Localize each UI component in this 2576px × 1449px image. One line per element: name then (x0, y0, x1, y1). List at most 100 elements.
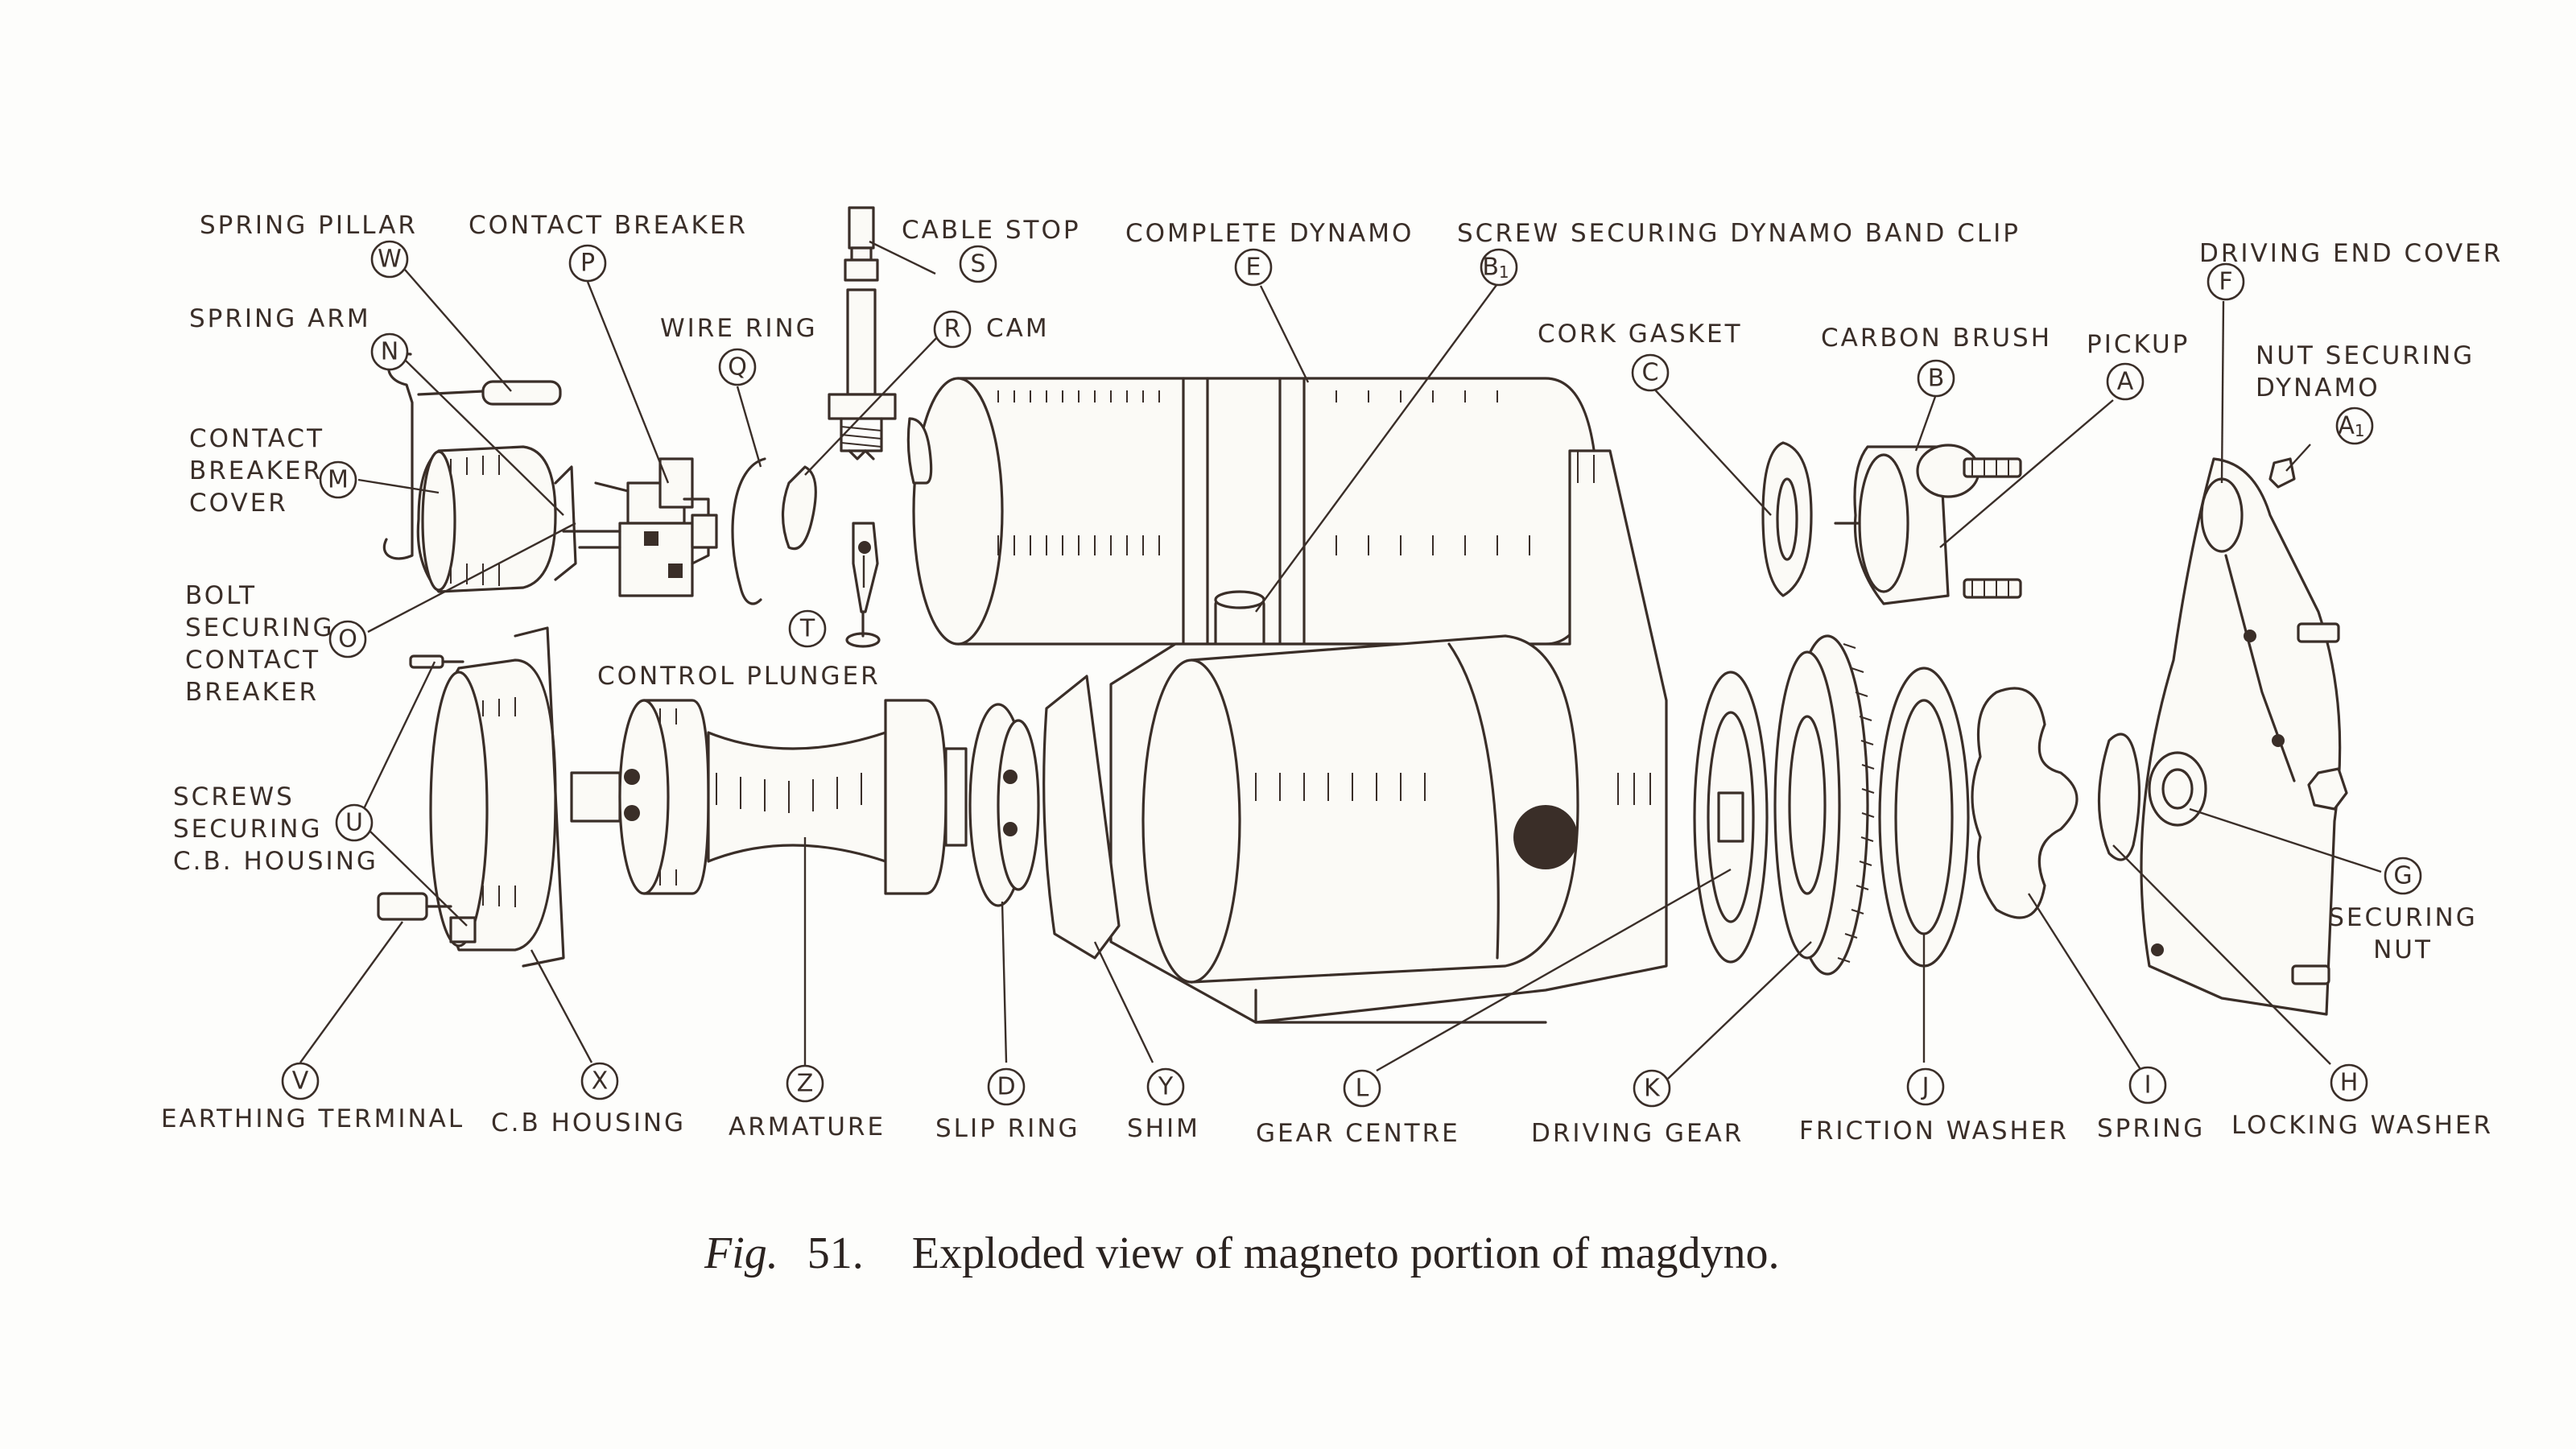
label-control-plunger: CONTROL PLUNGER (597, 662, 881, 691)
label-circle (1633, 1069, 1671, 1108)
label-text: CONTACT BREAKER (469, 211, 748, 240)
label-x: X C.B HOUSING (491, 1062, 686, 1137)
label-text: SLIP RING (935, 1114, 1080, 1143)
label-t: T (788, 609, 827, 648)
part-gear-centre (1693, 671, 1769, 964)
label-letter: S (970, 250, 985, 279)
part-control-plunger (845, 522, 881, 648)
label-text: EARTHING TERMINAL (161, 1104, 464, 1133)
label-p: P CONTACT BREAKER (469, 211, 748, 283)
label-letter: P (580, 250, 595, 278)
label-text: DRIVING GEAR (1531, 1119, 1744, 1148)
label-n: N SPRING ARM (189, 304, 409, 371)
label-text: SPRING ARM (189, 304, 371, 333)
part-magneto-body (1109, 449, 1668, 1024)
label-circle (786, 1064, 824, 1103)
label-text: SHIM (1127, 1114, 1200, 1143)
label-j: J FRICTION WASHER (1799, 1067, 2069, 1146)
label-letter: F (2219, 268, 2232, 296)
caption-fig-number: 51. (807, 1228, 864, 1278)
label-text: BOLT (185, 581, 257, 610)
label-letter: Q (728, 353, 747, 382)
label-text: SECURING (173, 815, 323, 844)
label-text: ARMATURE (729, 1113, 886, 1141)
label-letter: J (1921, 1073, 1930, 1101)
label-circle (1234, 248, 1273, 287)
figure-caption: Fig. 51. Exploded view of magneto portio… (704, 1228, 1780, 1278)
label-letter: A (2117, 368, 2134, 396)
label-text: PICKUP (2087, 330, 2190, 359)
label-text: NUT SECURING (2256, 341, 2475, 370)
part-cable-stop (828, 206, 897, 460)
label-letter: E (1246, 254, 1261, 282)
label-circle (1146, 1067, 1185, 1106)
label-text: SCREW SECURING DYNAMO BAND CLIP (1457, 219, 2021, 248)
label-text: DYNAMO (2256, 374, 2380, 402)
label-letter: W (378, 246, 402, 274)
label-z: Z ARMATURE (729, 1064, 886, 1141)
part-cb-housing (377, 626, 565, 968)
label-circle (568, 244, 607, 283)
label-letter: Y (1158, 1073, 1174, 1101)
parts-illustration (377, 206, 2348, 1024)
label-text: NUT (2373, 935, 2433, 964)
label-letter: R (944, 316, 961, 344)
label-text: GEAR CENTRE (1256, 1119, 1460, 1148)
label-circle (1343, 1069, 1381, 1108)
part-shim (1042, 675, 1121, 960)
label-letter: D (997, 1073, 1015, 1101)
label-a: A PICKUP (2087, 330, 2190, 401)
label-letter: N (381, 338, 398, 366)
label-text: BREAKER (185, 678, 319, 707)
part-wire-ring (731, 457, 766, 605)
label-circle (2128, 1066, 2167, 1104)
label-circle (281, 1062, 320, 1100)
label-circle (959, 245, 997, 283)
part-carbon-brush (1834, 444, 2022, 605)
label-subscript: 1 (1499, 262, 1509, 282)
label-text: CONTROL PLUNGER (597, 662, 881, 691)
label-circle (580, 1062, 619, 1100)
label-text: FRICTION WASHER (1799, 1117, 2069, 1146)
label-text: SPRING PILLAR (200, 211, 418, 240)
label-circle (2330, 1063, 2368, 1102)
label-text: CONTACT (189, 424, 324, 453)
part-spring (1971, 687, 2079, 919)
label-text: CORK GASKET (1538, 320, 1743, 349)
label-y: Y SHIM (1127, 1067, 1200, 1143)
label-text: COVER (189, 489, 288, 518)
label-letter: B (1928, 365, 1945, 393)
label-letter: Z (797, 1070, 814, 1098)
caption-text: Exploded view of magneto portion of magd… (912, 1228, 1780, 1278)
part-locking-washer (2097, 733, 2141, 861)
label-w: W SPRING PILLAR (200, 211, 418, 279)
label-letter: T (799, 615, 815, 643)
label-r: R CAM (933, 310, 1050, 349)
label-subscript: 1 (2355, 421, 2365, 440)
label-text: BREAKER (189, 456, 323, 485)
label-letter: M (328, 466, 349, 494)
label-text: COMPLETE DYNAMO (1125, 219, 1414, 248)
part-cb-cover (416, 445, 577, 593)
label-letter: K (1644, 1075, 1661, 1103)
label-k: K DRIVING GEAR (1531, 1069, 1744, 1148)
part-slip-ring (968, 703, 1040, 907)
label-circle (1906, 1067, 1945, 1106)
caption-fig-label: Fig. (704, 1228, 778, 1278)
label-letter: X (592, 1067, 609, 1096)
label-text: C.B HOUSING (491, 1108, 686, 1137)
label-text: C.B. HOUSING (173, 847, 378, 876)
label-text: CONTACT (185, 646, 320, 675)
label-text: CAM (986, 314, 1050, 343)
label-circle (933, 310, 972, 349)
